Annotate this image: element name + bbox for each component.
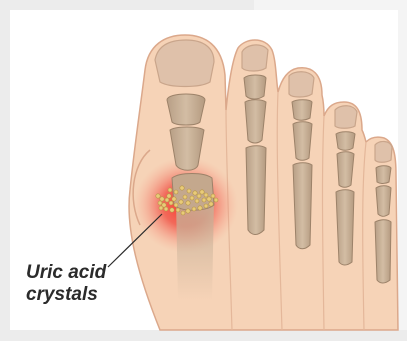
bone-toe2-b <box>245 100 266 143</box>
bone-toe3-a <box>292 100 312 121</box>
nail-big-toe <box>155 40 214 87</box>
bone-toe5-a <box>376 166 391 184</box>
bone-big-toe-distal <box>167 94 205 125</box>
nail-toe-3 <box>289 72 314 97</box>
nail-toe-4 <box>335 106 357 129</box>
bone-toe3-c <box>293 163 312 249</box>
uric-acid-crystals-label: Uric acid crystals <box>26 262 106 306</box>
bone-toe2-c <box>246 146 266 235</box>
bone-toe4-c <box>336 190 354 265</box>
label-line-2: crystals <box>26 284 106 306</box>
bone-toe4-b <box>337 152 354 188</box>
bone-toe2-a <box>244 75 266 99</box>
nail-toe-2 <box>242 45 268 71</box>
bone-toe3-b <box>293 122 312 161</box>
label-line-1: Uric acid <box>26 262 106 284</box>
bone-toe5-c <box>375 220 391 283</box>
bone-toe5-b <box>376 186 391 217</box>
nail-toe-5 <box>375 141 392 162</box>
bone-toe4-a <box>336 132 355 151</box>
